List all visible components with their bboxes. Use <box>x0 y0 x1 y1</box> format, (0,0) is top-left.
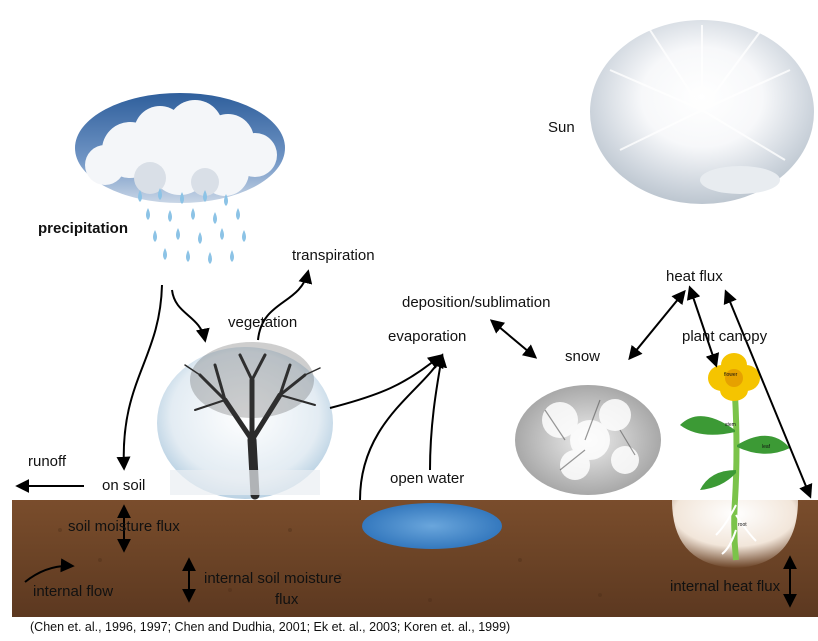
arrow-deposition-sublimation <box>489 319 538 359</box>
raindrops <box>138 188 246 264</box>
snow-image <box>515 385 661 495</box>
label-flower-tiny: flower <box>724 372 738 378</box>
soil-texture <box>58 528 602 602</box>
sun-image <box>590 20 814 204</box>
arrow-internal-flow <box>24 558 75 583</box>
label-deposition-sublimation: deposition/sublimation <box>402 294 551 311</box>
citation-text: (Chen et. al., 1996, 1997; Chen and Dudh… <box>30 620 511 634</box>
cloud-image <box>75 93 285 203</box>
label-heat-flux: heat flux <box>666 268 723 285</box>
label-internal-soil-moisture-flux-2: flux <box>275 591 299 608</box>
label-internal-soil-moisture-flux-1: internal soil moisture <box>204 570 342 587</box>
flux-arrows <box>15 269 813 608</box>
label-transpiration: transpiration <box>292 247 375 264</box>
label-on-soil: on soil <box>102 477 146 494</box>
label-open-water: open water <box>390 470 465 487</box>
label-sun: Sun <box>548 119 575 136</box>
tree-image <box>157 342 333 500</box>
label-runoff: runoff <box>28 453 67 470</box>
label-evaporation: evaporation <box>388 328 467 345</box>
label-stem-tiny: stem <box>725 422 736 428</box>
label-plant-canopy: plant canopy <box>682 328 768 345</box>
label-internal-flow: internal flow <box>33 583 114 600</box>
label-snow: snow <box>565 348 601 365</box>
arrow-tree-to-evaporation <box>329 354 443 409</box>
arrow-ground-heat-flux <box>723 289 813 499</box>
arrow-precip-to-vegetation <box>171 289 210 343</box>
label-root-tiny: root <box>738 522 747 528</box>
label-precipitation: precipitation <box>38 220 129 237</box>
arrow-water-to-evaporation-2 <box>429 353 448 471</box>
label-leaf-tiny: leaf <box>762 444 771 450</box>
arrow-snow-heat-flux <box>628 289 686 361</box>
label-vegetation: vegetation <box>228 314 298 331</box>
open-water-pool <box>362 503 502 549</box>
arrow-precip-to-soil <box>116 284 163 471</box>
arrow-transpiration <box>257 269 313 341</box>
arrow-canopy-heat-flux <box>686 285 720 368</box>
label-soil-moisture-flux: soil moisture flux <box>68 518 180 535</box>
label-internal-heat-flux: internal heat flux <box>670 578 781 595</box>
